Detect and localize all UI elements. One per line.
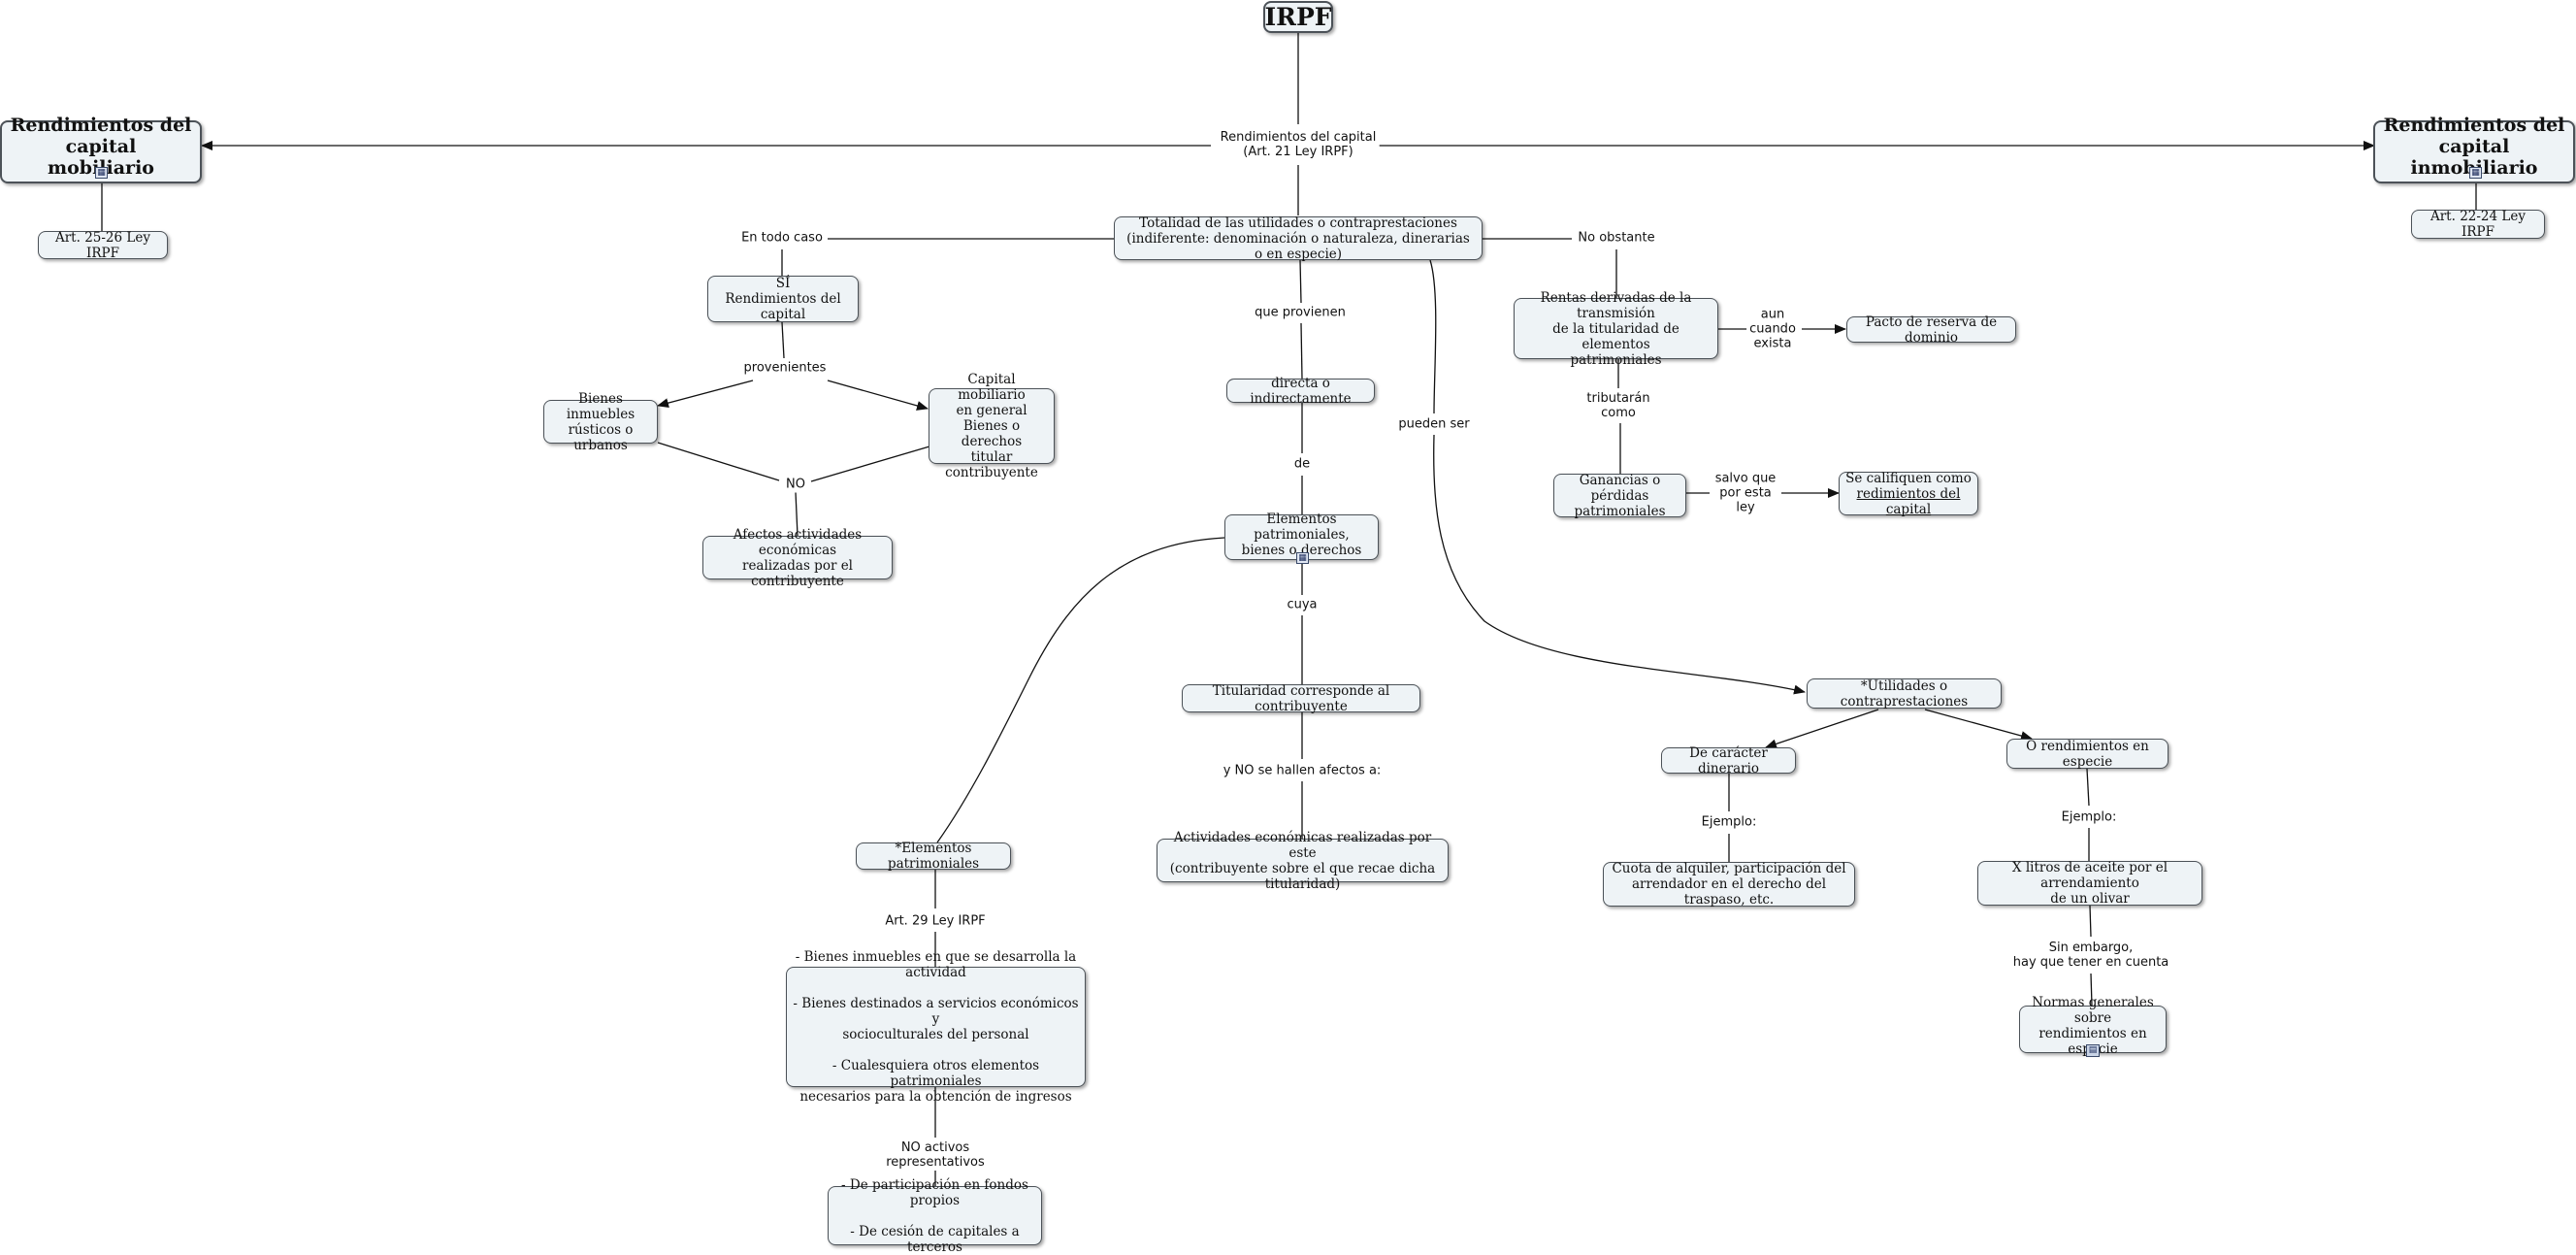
si-rendimientos-node[interactable]: SÍ Rendimientos del capital <box>707 276 859 322</box>
sitemap-icon[interactable]: ▦ <box>95 167 108 179</box>
link-cuya: cuya <box>1284 596 1321 613</box>
directa-indirectamente-node[interactable]: directa o indirectamente <box>1226 376 1375 407</box>
link-y-no-afectos: y NO se hallen afectos a: <box>1220 762 1385 779</box>
titularidad-node[interactable]: Titularidad corresponde al contribuyente <box>1182 683 1420 714</box>
link-salvo-que: salvo que por esta ley <box>1712 470 1779 516</box>
rendimientos-capital-link[interactable]: redimientos del capital <box>1856 485 1961 517</box>
elementos-patrimoniales-bienes-node[interactable]: Elementos patrimoniales, bienes o derech… <box>1224 512 1379 560</box>
link-art-29: Art. 29 Ley IRPF <box>882 912 989 930</box>
afectos-node[interactable]: Afectos actividades económicas realizada… <box>702 527 893 589</box>
link-en-todo-caso: En todo caso <box>738 229 826 247</box>
document-icon[interactable]: ▤ <box>2086 1044 2100 1057</box>
link-pueden-ser: pueden ser <box>1395 415 1473 433</box>
aceite-node[interactable]: X litros de aceite por el arrendamiento … <box>1977 860 2202 907</box>
sitemap-icon[interactable]: ▦ <box>2469 167 2482 179</box>
actividades-node[interactable]: Actividades económicas realizadas por es… <box>1157 830 1449 892</box>
link-no-activos: NO activos representativos <box>883 1139 988 1171</box>
bienes-inmuebles-node[interactable]: Bienes inmuebles rústicos o urbanos <box>543 391 658 453</box>
capital-mobiliario-general-node[interactable]: Capital mobiliario en general Bienes o d… <box>929 372 1055 480</box>
utilidades-node[interactable]: *Utilidades o contraprestaciones <box>1807 678 2002 710</box>
link-no: NO <box>783 476 808 493</box>
especie-node[interactable]: O rendimientos en especie <box>2006 739 2168 770</box>
participacion-node[interactable]: - De participación en fondos propios - D… <box>828 1177 1042 1255</box>
link-no-obstante: No obstante <box>1575 229 1658 247</box>
link-aun-cuando: aun cuando exista <box>1746 306 1799 352</box>
totalidad-node[interactable]: Totalidad de las utilidades o contrapres… <box>1114 215 1483 262</box>
elementos-patrimoniales-node[interactable]: *Elementos patrimoniales <box>856 841 1011 872</box>
link-ejemplo-dinerario: Ejemplo: <box>1698 813 1760 831</box>
link-ejemplo-especie: Ejemplo: <box>2058 809 2120 826</box>
cuota-node[interactable]: Cuota de alquiler, participación del arr… <box>1603 861 1855 908</box>
dinerario-node[interactable]: De carácter dinerario <box>1661 745 1796 776</box>
ganancias-node[interactable]: Ganancias o pérdidas patrimoniales <box>1553 473 1686 519</box>
link-sin-embargo: Sin embargo, hay que tener en cuenta <box>2009 940 2172 971</box>
rentas-node[interactable]: Rentas derivadas de la transmisión de la… <box>1514 290 1718 368</box>
art-22-24-node[interactable]: Art. 22-24 Ley IRPF <box>2411 209 2545 240</box>
link-de: de <box>1290 455 1314 473</box>
art-25-26-node[interactable]: Art. 25-26 Ley IRPF <box>38 230 168 261</box>
irpf-node[interactable]: IRPF <box>1263 1 1333 33</box>
link-provenientes: provenientes <box>740 359 830 377</box>
capital-inmobiliario-root-node[interactable]: Rendimientos del capital inmobiliario <box>2373 115 2575 183</box>
sitemap-icon[interactable]: ▦ <box>1296 552 1309 564</box>
califiquen-text: Se califiquen como <box>1845 470 1972 486</box>
link-que-provienen: que provienen <box>1252 304 1349 321</box>
lista-bienes-node[interactable]: - Bienes inmuebles en que se desarrolla … <box>786 949 1086 1105</box>
califiquen-node[interactable]: Se califiquen como redimientos del capit… <box>1839 470 1978 517</box>
pacto-reserva-node[interactable]: Pacto de reserva de dominio <box>1846 314 2016 346</box>
link-tributaran: tributarán como <box>1583 390 1653 421</box>
capital-mobiliario-root-node[interactable]: Rendimientos del capital mobiliario <box>0 115 202 183</box>
link-rendimientos-capital: Rendimientos del capital (Art. 21 Ley IR… <box>1217 129 1380 160</box>
